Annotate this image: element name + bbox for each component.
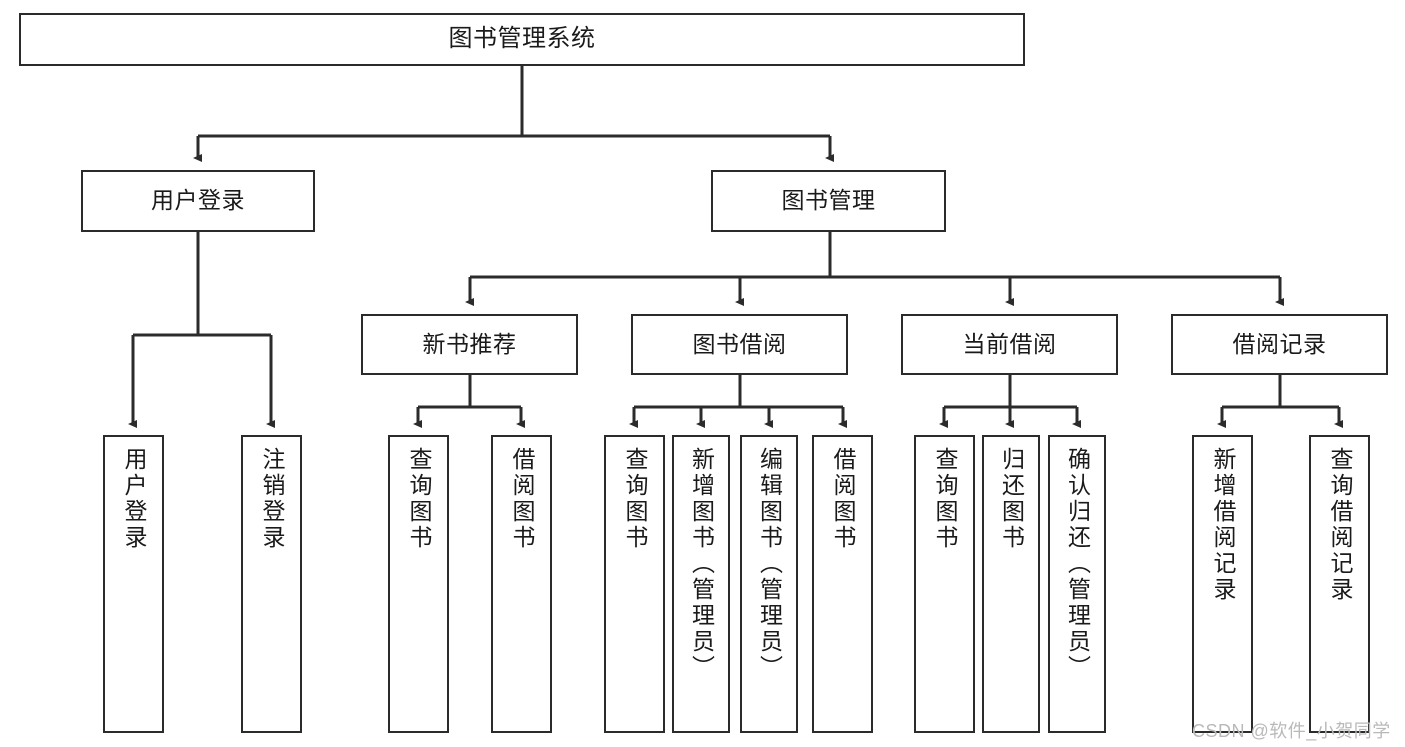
leaf-add-book-admin[interactable]: 新增图书（管理员） <box>672 435 730 733</box>
node-label: 归还图书 <box>998 447 1025 551</box>
leaf-query-book-current[interactable]: 查询图书 <box>914 435 975 733</box>
node-root-system[interactable]: 图书管理系统 <box>19 13 1025 66</box>
node-label: 借阅图书 <box>830 447 856 551</box>
leaf-user-login[interactable]: 用户登录 <box>103 435 164 733</box>
node-borrow-record[interactable]: 借阅记录 <box>1171 314 1388 375</box>
node-label: 确认归还（管理员） <box>1064 447 1091 681</box>
node-label: 图书管理系统 <box>448 25 596 53</box>
node-label: 查询图书 <box>406 447 432 551</box>
node-label: 查询图书 <box>932 447 958 551</box>
node-book-manage[interactable]: 图书管理 <box>711 170 946 232</box>
node-label: 查询图书 <box>622 447 648 551</box>
node-label: 借阅图书 <box>509 447 535 551</box>
node-label: 编辑图书（管理员） <box>756 447 783 681</box>
node-label: 新增图书（管理员） <box>688 447 715 681</box>
node-user-login[interactable]: 用户登录 <box>81 170 315 232</box>
node-label: 图书管理 <box>781 187 876 214</box>
leaf-return-book[interactable]: 归还图书 <box>982 435 1040 733</box>
leaf-borrow-book-recommend[interactable]: 借阅图书 <box>491 435 552 733</box>
leaf-query-book-recommend[interactable]: 查询图书 <box>388 435 449 733</box>
node-label: 新增借阅记录 <box>1210 447 1236 603</box>
node-label: 用户登录 <box>121 447 147 551</box>
leaf-query-borrow-record[interactable]: 查询借阅记录 <box>1309 435 1370 733</box>
leaf-query-book-borrow[interactable]: 查询图书 <box>604 435 665 733</box>
node-label: 当前借阅 <box>962 330 1057 357</box>
node-label: 用户登录 <box>151 187 245 214</box>
watermark: CSDN @软件_小贺同学 <box>1192 721 1391 741</box>
node-label: 注销登录 <box>259 447 285 551</box>
node-label: 借阅记录 <box>1232 330 1327 357</box>
leaf-user-logout[interactable]: 注销登录 <box>241 435 302 733</box>
node-label: 新书推荐 <box>422 330 517 357</box>
leaf-add-borrow-record[interactable]: 新增借阅记录 <box>1192 435 1253 733</box>
node-book-borrow[interactable]: 图书借阅 <box>631 314 848 375</box>
node-new-book-recommend[interactable]: 新书推荐 <box>361 314 578 375</box>
node-current-borrow[interactable]: 当前借阅 <box>901 314 1118 375</box>
leaf-confirm-return-admin[interactable]: 确认归还（管理员） <box>1048 435 1106 733</box>
leaf-borrow-book[interactable]: 借阅图书 <box>812 435 873 733</box>
node-label: 图书借阅 <box>692 330 787 357</box>
leaf-edit-book-admin[interactable]: 编辑图书（管理员） <box>740 435 798 733</box>
node-label: 查询借阅记录 <box>1327 447 1353 603</box>
